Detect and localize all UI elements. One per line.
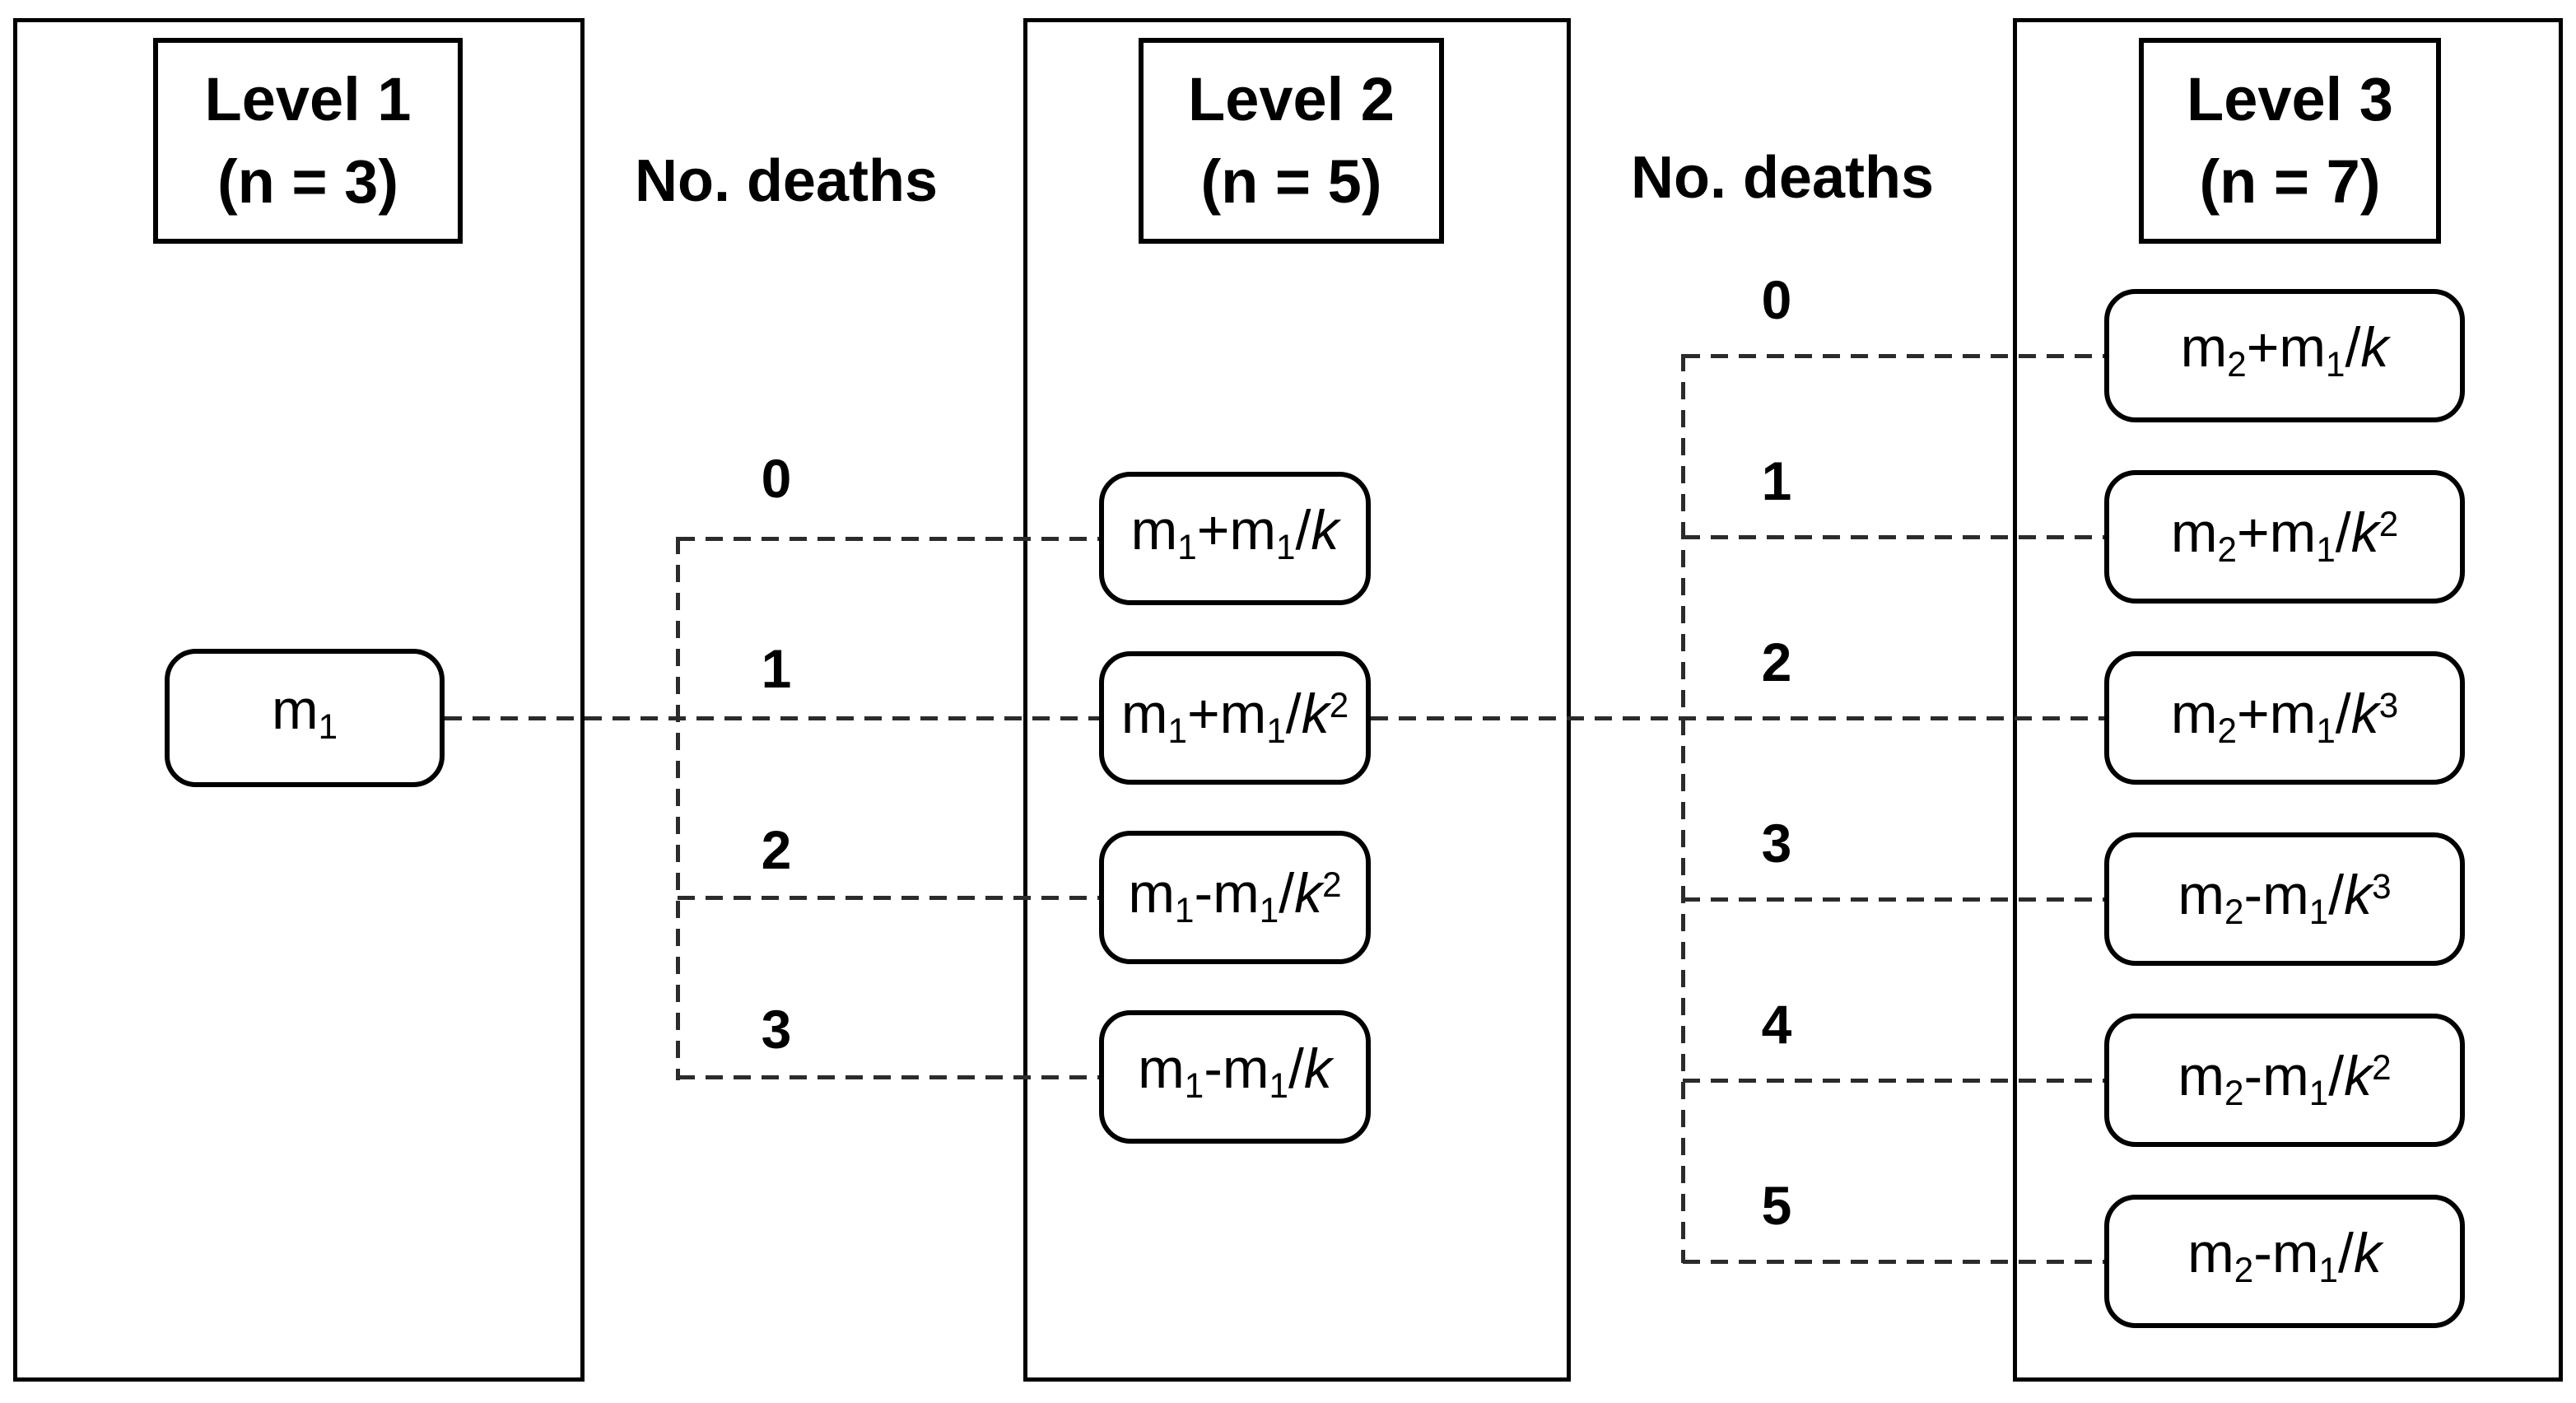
formula-label: m2-m1/k [2187,1221,2382,1289]
level2-box-2: m1-m1/k2 [1099,831,1371,964]
right-death-count-2: 2 [1761,632,1792,692]
connector-m1-to-level2 [445,716,1099,720]
left-branch-2 [678,896,1099,900]
left-death-count-0: 0 [761,448,792,509]
level3-box-2: m2+m1/k3 [2104,651,2465,785]
level1-box-m1: m1 [165,649,445,787]
right-branch-spine [1681,354,1685,1263]
level1-header-title: Level 1 [204,65,412,133]
left-death-count-2: 2 [761,819,792,880]
left-branch-0 [678,537,1099,541]
right-death-count-4: 4 [1761,994,1792,1055]
level1-header-subtitle: (n = 3) [217,147,398,216]
right-death-count-5: 5 [1761,1175,1792,1236]
formula-label: m1+m1/k2 [1120,682,1349,750]
left-branch-3 [678,1075,1099,1079]
formula-label: m1-m1/k [1138,1037,1332,1105]
left-death-count-1: 1 [761,638,792,699]
no-deaths-label-right: No. deaths [1630,145,1935,211]
formula-label: m2+m1/k3 [2170,682,2399,750]
level2-box-3: m1-m1/k [1099,1010,1371,1144]
level3-header-title: Level 3 [2187,65,2393,133]
connector-level2-to-level3 [1371,716,2104,720]
level1-column [13,18,585,1382]
formula-label: m2-m1/k2 [2178,1044,2392,1112]
right-death-count-0: 0 [1761,269,1792,330]
formula-label: m2-m1/k3 [2178,863,2392,931]
level3-box-0: m2+m1/k [2104,289,2465,422]
right-death-count-3: 3 [1761,813,1792,874]
level3-column [2013,18,2563,1382]
right-branch-0 [1683,354,2104,358]
level2-header-subtitle: (n = 5) [1200,147,1382,216]
level1-header-box: Level 1 (n = 3) [153,38,463,244]
level3-box-3: m2-m1/k3 [2104,832,2465,966]
formula-label: m1-m1/k2 [1128,861,1342,930]
level2-column [1023,18,1571,1382]
level2-box-0: m1+m1/k [1099,472,1371,605]
level3-box-5: m2-m1/k [2104,1195,2465,1328]
no-deaths-label-left: No. deaths [634,148,939,214]
level2-box-1: m1+m1/k2 [1099,651,1371,785]
formula-label: m1 [271,678,338,746]
left-death-count-3: 3 [761,999,792,1060]
level3-box-4: m2-m1/k2 [2104,1014,2465,1147]
level3-header-subtitle: (n = 7) [2199,147,2381,216]
right-branch-5 [1683,1260,2104,1264]
level2-header-box: Level 2 (n = 5) [1139,38,1444,244]
level2-header-title: Level 2 [1188,65,1395,133]
level3-header-box: Level 3 (n = 7) [2139,38,2441,244]
formula-label: m2+m1/k [2180,315,2389,384]
left-branch-spine [676,537,680,1080]
formula-label: m1+m1/k [1130,498,1339,566]
right-branch-1 [1683,535,2104,539]
right-branch-3 [1683,897,2104,902]
right-branch-4 [1683,1079,2104,1083]
formula-label: m2+m1/k2 [2170,501,2399,569]
right-death-count-1: 1 [1761,450,1792,511]
level3-box-1: m2+m1/k2 [2104,470,2465,604]
